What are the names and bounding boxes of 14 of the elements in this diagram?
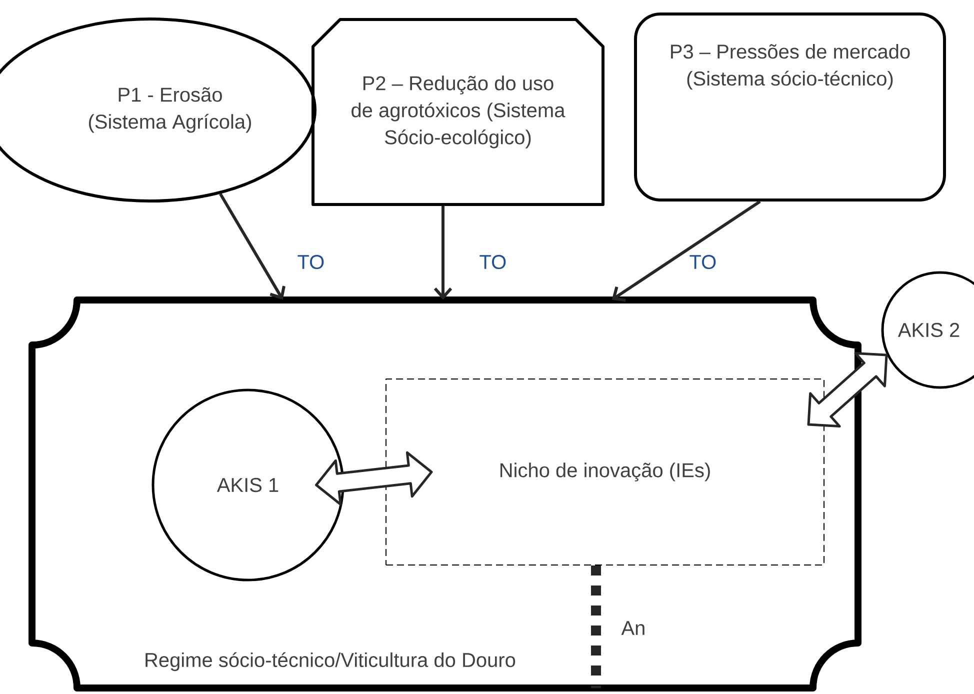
arrow	[434, 206, 452, 300]
double-arrow	[315, 451, 433, 506]
edge-label: TO	[480, 254, 506, 270]
arrow	[219, 193, 286, 300]
circle-node: AKIS 1	[152, 388, 344, 582]
edge-label: An	[621, 621, 644, 635]
process-box: P2 – Redução do uso de agrotóxicos (Sistema Sócio-ecológico)	[312, 18, 604, 206]
double-arrow	[807, 352, 888, 428]
edge-label: TO	[690, 254, 716, 270]
rounded-box: P3 – Pressões de mercado (Sistema sócio-técnico)	[634, 12, 946, 202]
dashed-box: Nicho de inovação (IEs)	[386, 378, 824, 566]
arrow	[612, 200, 761, 302]
edge-label: TO	[298, 254, 324, 270]
dotted-line	[591, 566, 601, 688]
